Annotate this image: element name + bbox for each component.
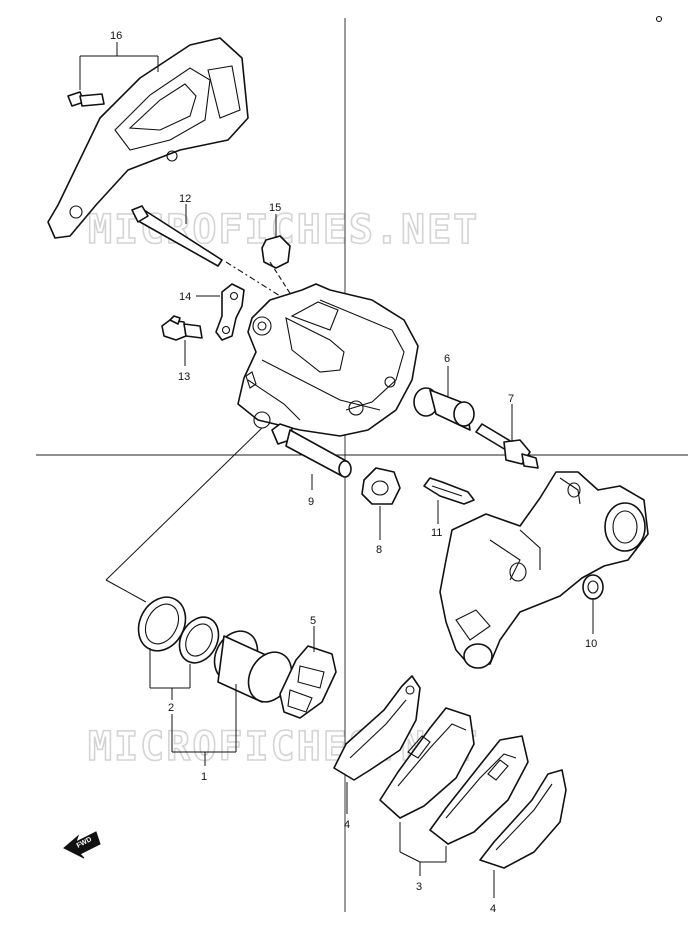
part-16-guard: [47, 37, 249, 239]
part-14-bracket: [215, 283, 245, 341]
part-12-pin: [131, 205, 297, 307]
callout-8: 8: [376, 544, 382, 556]
part-4-shim-right: [479, 769, 567, 869]
fwd-arrow: FWD: [63, 831, 101, 859]
part-4-shim-left: [333, 675, 421, 781]
part-5-shim: [279, 645, 337, 719]
callout-14: 14: [179, 291, 191, 303]
callout-15: 15: [269, 202, 281, 214]
callout-11: 11: [431, 527, 442, 539]
callout-4-left: 4: [344, 819, 350, 831]
part-11-clip: [423, 477, 475, 505]
callout-4-right: 4: [490, 903, 496, 915]
part-6-bushing: [413, 387, 475, 431]
callout-16: 16: [110, 30, 122, 42]
callout-3: 3: [416, 881, 422, 893]
callout-9: 9: [308, 496, 314, 508]
caliper-body: [105, 283, 419, 581]
part-2-seals: [137, 596, 220, 664]
part-7-bolt: [475, 423, 539, 469]
part-9-pin: [271, 423, 352, 478]
callout-1: 1: [201, 771, 207, 783]
part-13-bleeder: [161, 315, 203, 341]
callout-7: 7: [508, 393, 514, 405]
part-8-nut: [361, 467, 401, 505]
callout-6: 6: [444, 353, 450, 365]
callout-13: 13: [178, 371, 190, 383]
callout-12: 12: [179, 193, 191, 205]
corner-mark: [655, 15, 663, 23]
part-3-pads: [379, 707, 529, 845]
callout-2: 2: [168, 702, 174, 714]
part-15-cap: [261, 235, 321, 341]
leader-lines: [79, 42, 594, 898]
callout-5: 5: [310, 615, 316, 627]
callout-10: 10: [585, 638, 597, 650]
